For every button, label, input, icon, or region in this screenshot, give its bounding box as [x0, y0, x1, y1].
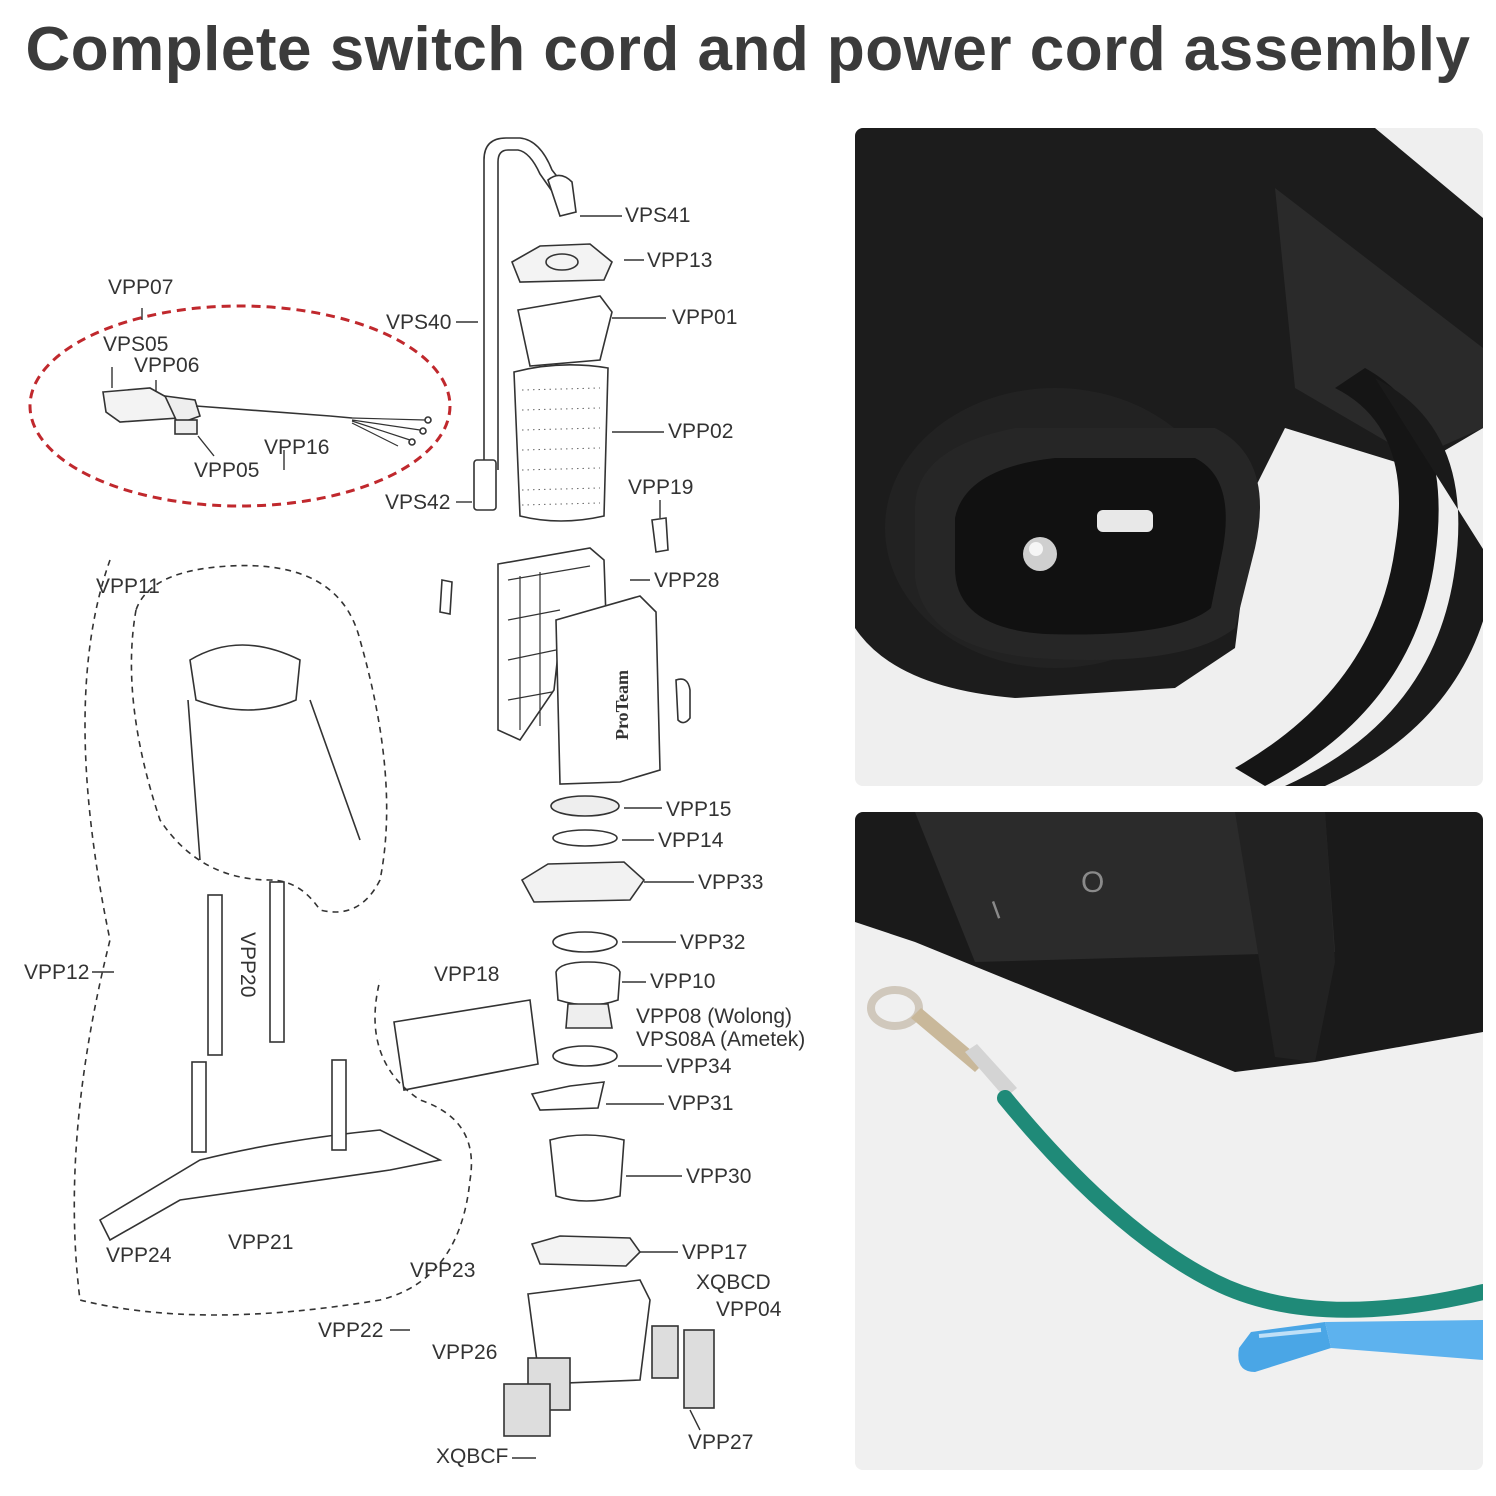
motor-stack	[520, 795, 646, 1267]
exploded-parts-diagram: ProTeam VPS41 VPP13 VPP07 VPP01 VPS40 VP…	[0, 110, 850, 1496]
switch-cord-assembly	[102, 387, 432, 447]
label-vpp22: VPP22	[318, 1319, 384, 1342]
label-vpp08: VPP08 (Wolong)	[636, 1005, 793, 1028]
label-vpp13: VPP13	[647, 249, 713, 272]
label-vpp21: VPP21	[228, 1231, 294, 1254]
filter-bag	[517, 295, 613, 367]
lid	[510, 243, 613, 283]
label-vps41: VPS41	[625, 204, 691, 227]
leader-lines	[92, 215, 701, 1459]
base	[503, 1279, 715, 1437]
label-vpp19: VPP19	[628, 476, 694, 499]
hose	[473, 137, 577, 511]
label-vps40: VPS40	[386, 311, 452, 334]
label-vpp32: VPP32	[680, 931, 746, 954]
ring-terminal-icon	[867, 986, 1017, 1098]
switch-wire-photo: I O	[855, 812, 1483, 1470]
label-vpp26: VPP26	[432, 1341, 498, 1364]
label-vpp30: VPP30	[686, 1165, 752, 1188]
label-xqbcf: XQBCF	[436, 1445, 509, 1468]
highlight-ellipse	[28, 304, 452, 508]
label-vpp28: VPP28	[654, 569, 720, 592]
cloth-filter	[513, 364, 609, 522]
label-vpp23: VPP23	[410, 1259, 476, 1282]
brand-mark: ProTeam	[612, 670, 632, 740]
label-vpp18: VPP18	[434, 963, 500, 986]
label-vpp01: VPP01	[672, 306, 738, 329]
label-vpp27: VPP27	[688, 1431, 754, 1454]
plug-photo	[855, 128, 1483, 786]
harness	[73, 559, 473, 1316]
latch	[675, 678, 691, 724]
plate-vpp18	[393, 999, 539, 1091]
label-vps42: VPS42	[385, 491, 451, 514]
page-title: Complete switch cord and power cord asse…	[25, 15, 1471, 84]
label-vps05: VPS05	[103, 333, 169, 356]
label-vpp06: VPP06	[134, 354, 200, 377]
label-vpp10: VPP10	[650, 970, 716, 993]
label-vpp33: VPP33	[698, 871, 764, 894]
label-vps08a: VPS08A (Ametek)	[636, 1028, 806, 1051]
label-vpp34: VPP34	[666, 1055, 732, 1078]
label-vpp20: VPP20	[236, 932, 259, 998]
clip-vpp19	[651, 517, 669, 553]
switch-illustration: I O	[855, 812, 1483, 1470]
label-vpp12: VPP12	[24, 961, 90, 984]
label-vpp17: VPP17	[682, 1241, 748, 1264]
label-vpp04: VPP04	[716, 1298, 782, 1321]
label-vpp02: VPP02	[668, 420, 734, 443]
ground-wire	[997, 1090, 1483, 1318]
tank-housing	[497, 547, 661, 785]
label-vpp05: VPP05	[194, 459, 260, 482]
label-vpp11: VPP11	[96, 575, 160, 598]
switch-off-mark: O	[1081, 866, 1104, 899]
label-vpp24: VPP24	[106, 1244, 172, 1267]
diagram-drawing: ProTeam	[28, 137, 715, 1459]
plug-illustration	[855, 128, 1483, 786]
label-vpp14: VPP14	[658, 829, 724, 852]
label-vpp16: VPP16	[264, 436, 330, 459]
label-vpp15: VPP15	[666, 798, 732, 821]
label-vpp31: VPP31	[668, 1092, 734, 1115]
label-xqbcd: XQBCD	[696, 1271, 771, 1294]
label-vpp07: VPP07	[108, 276, 174, 299]
blue-connector-icon	[1238, 1320, 1483, 1372]
